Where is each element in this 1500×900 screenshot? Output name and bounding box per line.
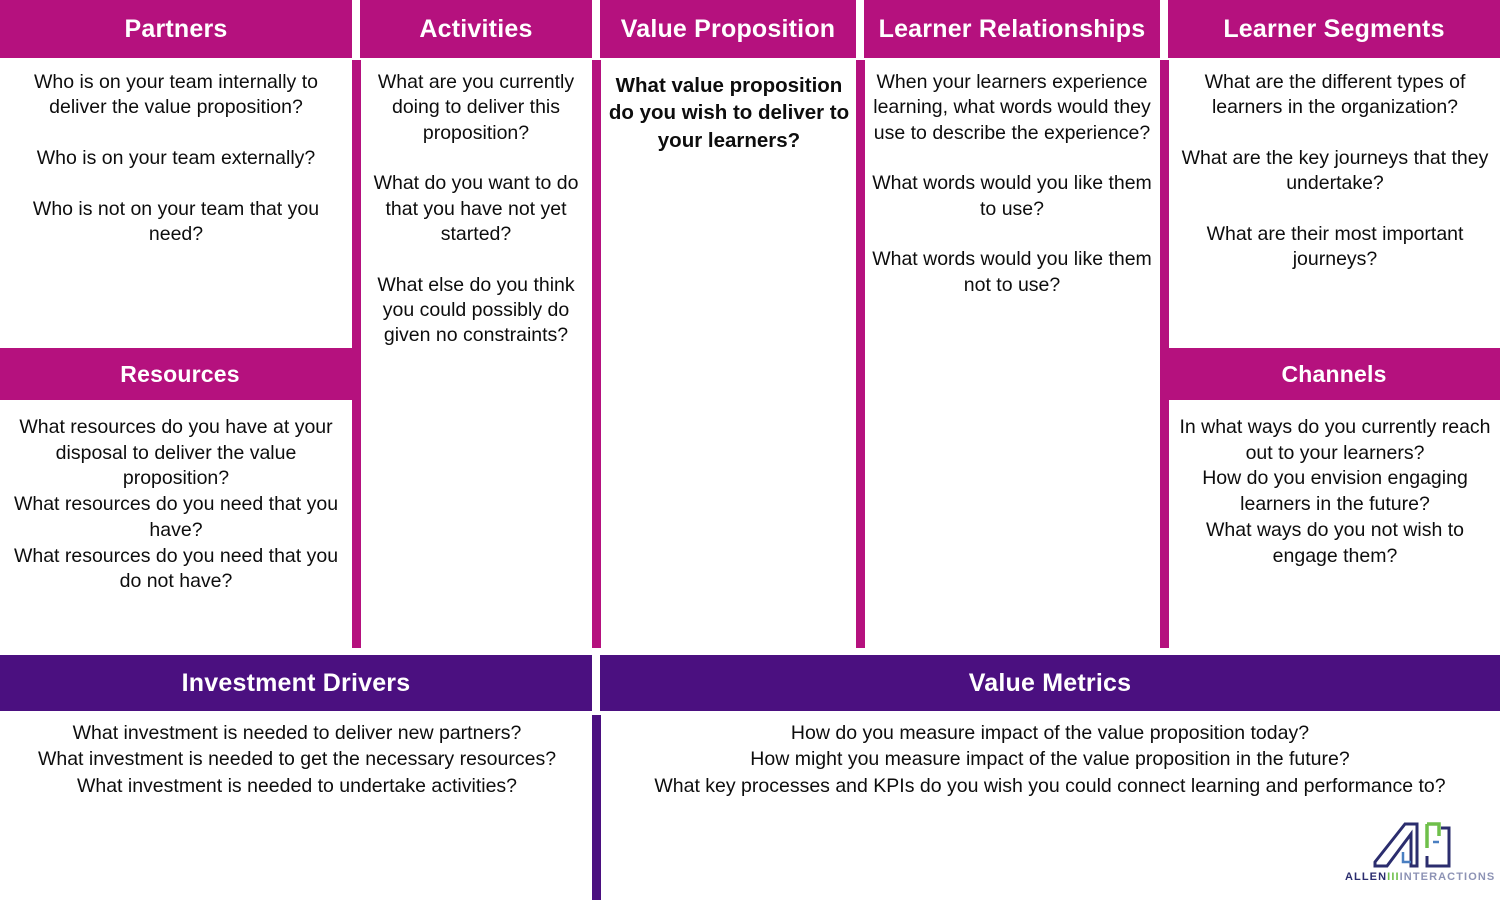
body-resources: What resources do you have at your dispo… [13,416,339,593]
header-partners: Partners [0,0,352,58]
divider-relationships-segments [1160,60,1169,648]
header-channels: Channels [1168,348,1500,400]
allen-interactions-mark-icon [1373,822,1451,868]
header-partners-label: Partners [124,14,228,43]
divider-partners-activities [352,60,361,648]
divider-activities-value-proposition [592,60,601,648]
header-resources: Resources [0,348,360,400]
allen-interactions-wordmark: ALLENIIIINTERACTIONS [1345,872,1495,883]
header-value-metrics: Value Metrics [600,655,1500,711]
body-channels: In what ways do you currently reach out … [1179,416,1491,567]
header-investment-drivers: Investment Drivers [0,655,592,711]
logo-word-allen: ALLEN [1345,871,1388,883]
body-partners: Who is on your team internally to delive… [32,71,320,246]
header-channels-label: Channels [1281,360,1387,387]
body-value-metrics: How do you measure impact of the value p… [654,722,1446,797]
body-activities: What are you currently doing to deliver … [373,71,579,347]
header-value-proposition: Value Proposition [600,0,856,58]
header-learner-segments-label: Learner Segments [1223,14,1445,43]
header-activities-label: Activities [419,14,533,43]
header-value-metrics-label: Value Metrics [968,668,1132,697]
logo-word-separator: III [1387,871,1400,883]
divider-investment-value-metrics [592,715,601,900]
header-resources-label: Resources [120,360,240,387]
allen-interactions-logo: ALLENIIIINTERACTIONS [1345,822,1495,892]
body-learner-segments: What are the different types of learners… [1181,71,1489,271]
logo-word-interactions: INTERACTIONS [1399,871,1496,883]
body-value-proposition: What value proposition do you wish to de… [608,74,850,152]
header-investment-drivers-label: Investment Drivers [181,668,411,697]
header-activities: Activities [360,0,592,58]
divider-value-proposition-relationships [856,60,865,648]
header-learner-relationships-label: Learner Relationships [878,14,1146,43]
body-investment-drivers: What investment is needed to deliver new… [37,722,557,797]
header-learner-segments: Learner Segments [1168,0,1500,58]
body-learner-relationships: When your learners experience learning, … [872,71,1152,296]
header-value-proposition-label: Value Proposition [620,14,836,43]
header-learner-relationships: Learner Relationships [864,0,1160,58]
